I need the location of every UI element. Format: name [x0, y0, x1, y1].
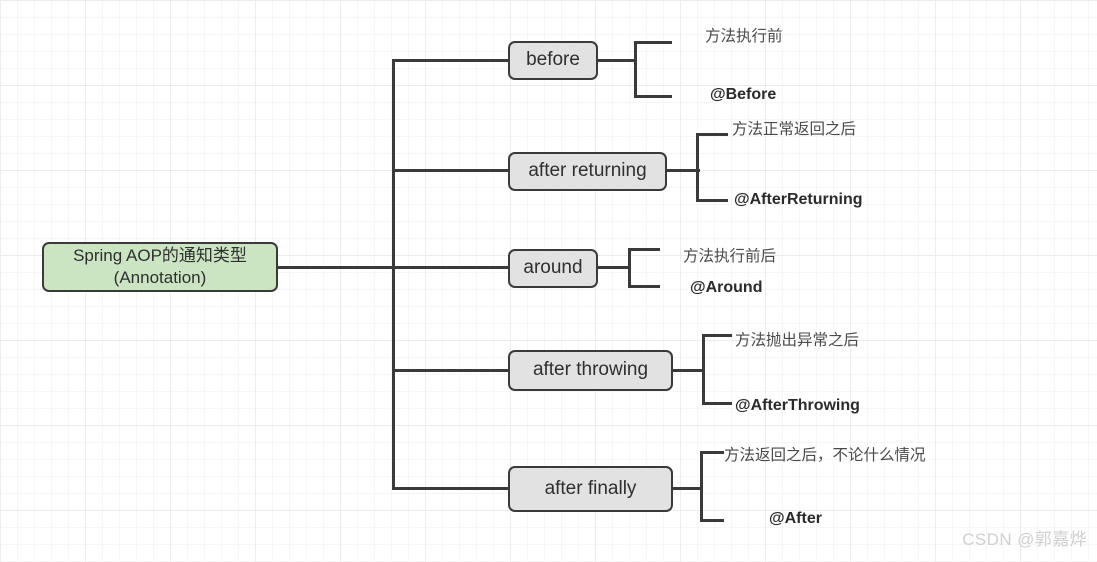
watermark: CSDN @郭嘉烨 [962, 530, 1087, 549]
branch-node-after-finally[interactable]: after finally [508, 466, 673, 512]
leaf-arm-around-desc [628, 248, 660, 251]
branch-node-around[interactable]: around [508, 249, 598, 288]
leaf-desc-after-returning: 方法正常返回之后 [732, 121, 857, 138]
leaf-desc-after-finally: 方法返回之后，不论什么情况 [724, 447, 926, 464]
branch-connector-before [392, 59, 510, 62]
leaf-arm-before-desc [634, 41, 672, 44]
leaf-arm-around-anno [628, 285, 660, 288]
leaf-bracket-after-finally [700, 451, 703, 522]
branch-node-before[interactable]: before [508, 41, 598, 80]
leaf-annotation-around: @Around [690, 279, 763, 296]
branch-node-after-throwing[interactable]: after throwing [508, 350, 673, 391]
root-node[interactable]: Spring AOP的通知类型 (Annotation) [42, 242, 278, 292]
leaf-stem-after-throwing [672, 369, 705, 372]
root-stem-connector [277, 266, 395, 269]
leaf-bracket-before [634, 41, 637, 98]
leaf-bracket-around [628, 248, 631, 288]
leaf-annotation-before: @Before [710, 86, 777, 103]
leaf-arm-after-returning-desc [696, 133, 728, 136]
leaf-arm-before-anno [634, 95, 672, 98]
leaf-annotation-after-throwing: @AfterThrowing [735, 397, 860, 414]
leaf-annotation-after-finally: @After [769, 510, 822, 527]
branch-connector-after-throwing [392, 369, 510, 372]
leaf-arm-after-finally-desc [700, 451, 724, 454]
branch-node-after-returning[interactable]: after returning [508, 152, 667, 191]
leaf-desc-after-throwing: 方法抛出异常之后 [735, 332, 860, 349]
leaf-stem-around [597, 266, 631, 269]
leaf-stem-after-returning [666, 169, 700, 172]
leaf-arm-after-returning-anno [696, 199, 728, 202]
leaf-stem-after-finally [672, 487, 703, 490]
trunk-connector [392, 60, 395, 490]
leaf-arm-after-throwing-desc [702, 334, 732, 337]
leaf-bracket-after-returning [696, 133, 699, 202]
leaf-arm-after-finally-anno [700, 519, 724, 522]
leaf-desc-before: 方法执行前 [705, 28, 783, 45]
leaf-desc-around: 方法执行前后 [683, 248, 777, 265]
branch-connector-after-finally [392, 487, 510, 490]
leaf-annotation-after-returning: @AfterReturning [734, 191, 863, 208]
leaf-stem-before [597, 59, 637, 62]
branch-connector-around [392, 266, 510, 269]
leaf-arm-after-throwing-anno [702, 402, 732, 405]
branch-connector-after-returning [392, 169, 510, 172]
leaf-bracket-after-throwing [702, 334, 705, 405]
